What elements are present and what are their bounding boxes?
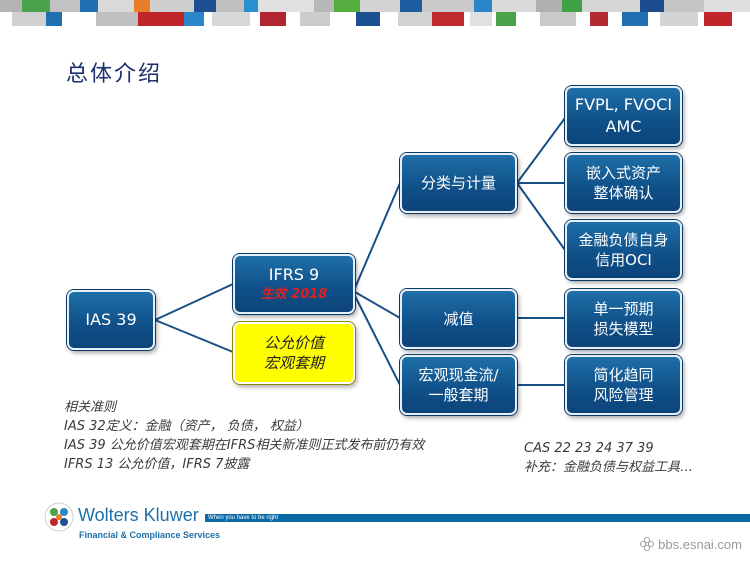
classification-measurement-node: 分类与计量 bbox=[400, 153, 517, 213]
notes-ias39: IAS 39 公允价值宏观套期在IFRS相关新准则正式发布前仍有效 bbox=[64, 438, 425, 453]
brand-subname: Financial & Compliance Services bbox=[79, 530, 221, 540]
macro-line1: 宏观现金流/ bbox=[418, 365, 499, 384]
expected-loss-line1: 单一预期 bbox=[593, 299, 654, 318]
notes-cas: CAS 22 23 24 37 39 bbox=[524, 441, 654, 456]
impairment-label: 减值 bbox=[443, 309, 474, 328]
fair-value-line1: 公允价值 bbox=[263, 333, 324, 352]
macro-cashflow-hedge-node: 宏观现金流/ 一般套期 bbox=[400, 355, 517, 415]
flower-icon bbox=[640, 537, 655, 551]
footer: Wolters Kluwer Financial & Compliance Se… bbox=[0, 478, 750, 562]
notes-ifrs13: IFRS 13 公允价值，IFRS 7披露 bbox=[64, 457, 250, 472]
brand-name: Wolters Kluwer bbox=[78, 505, 199, 525]
ifrs9-node: IFRS 9 生效 2018 bbox=[233, 254, 355, 314]
brand-tagline: When you have to be right bbox=[208, 515, 279, 521]
notes-heading: 相关准则 bbox=[64, 400, 117, 415]
simplified-line2: 风险管理 bbox=[593, 386, 654, 404]
watermark: bbs.esnai.com bbox=[639, 536, 742, 552]
watermark-text: bbs.esnai.com bbox=[658, 537, 742, 552]
macro-line2: 一般套期 bbox=[428, 386, 489, 404]
ias39-label: IAS 39 bbox=[85, 310, 137, 330]
fvpl-fvoci-node: FVPL, FVOCI AMC bbox=[565, 86, 682, 146]
simplified-line1: 简化趋同 bbox=[593, 365, 654, 384]
footer-bar bbox=[205, 514, 750, 522]
fair-value-macro-hedge-node: 公允价值 宏观套期 bbox=[233, 322, 355, 384]
related-standards-notes: 相关准则 IAS 32定义：金融（资产， 负债， 权益） IAS 39 公允价值… bbox=[64, 398, 424, 474]
cas-notes: CAS 22 23 24 37 39 补充：金融负债与权益工具… bbox=[524, 439, 693, 477]
page-title: 总体介绍 bbox=[66, 62, 163, 87]
classification-label: 分类与计量 bbox=[420, 173, 496, 192]
notes-supplement: 补充：金融负债与权益工具… bbox=[524, 460, 694, 475]
ifrs9-label: IFRS 9 bbox=[268, 265, 320, 285]
credit-line1: 金融负债自身 bbox=[578, 230, 669, 249]
fair-value-line2: 宏观套期 bbox=[263, 354, 324, 372]
wolters-kluwer-logo-icon bbox=[44, 502, 74, 532]
expected-loss-line2: 损失模型 bbox=[593, 320, 654, 338]
embedded-line1: 嵌入式资产 bbox=[585, 163, 661, 182]
simplified-risk-management-node: 简化趋同 风险管理 bbox=[565, 355, 682, 415]
embedded-asset-node: 嵌入式资产 整体确认 bbox=[565, 153, 682, 213]
ias39-node: IAS 39 bbox=[67, 290, 155, 350]
impairment-node: 减值 bbox=[400, 289, 517, 349]
ifrs9-effective-label: 生效 2018 bbox=[260, 287, 328, 303]
embedded-line2: 整体确认 bbox=[593, 184, 654, 202]
fvpl-line1: FVPL, FVOCI bbox=[574, 95, 673, 115]
fvpl-line2: AMC bbox=[605, 117, 642, 136]
top-color-band bbox=[0, 0, 750, 26]
credit-line2: 信用OCI bbox=[595, 251, 652, 269]
own-credit-oci-node: 金融负债自身 信用OCI bbox=[565, 220, 682, 280]
notes-ias32: IAS 32定义：金融（资产， 负债， 权益） bbox=[64, 419, 309, 434]
expected-loss-model-node: 单一预期 损失模型 bbox=[565, 289, 682, 349]
